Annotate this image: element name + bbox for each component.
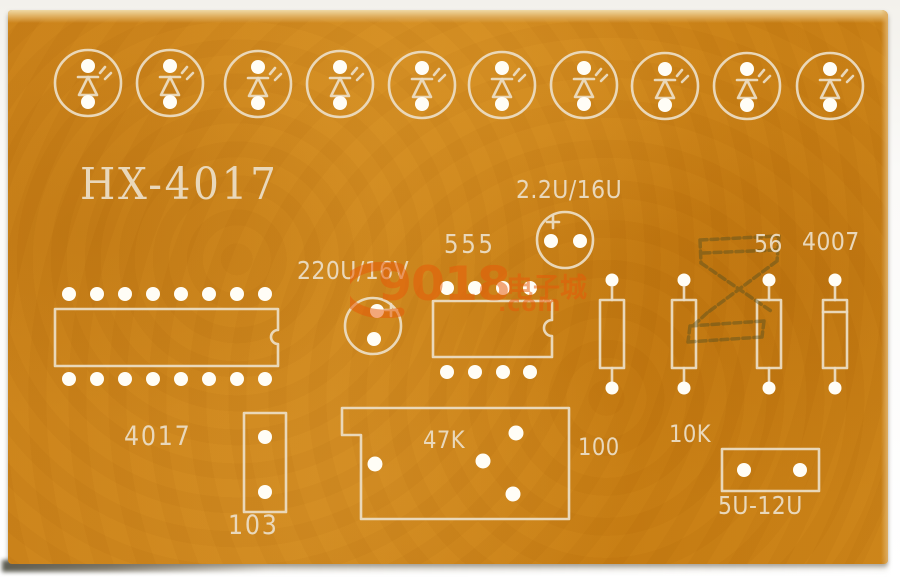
- label-pot-47k: 47K: [423, 426, 466, 454]
- label-diode-4007: 4007: [802, 227, 860, 256]
- label-cap-220u: 220U/16V: [297, 256, 410, 285]
- label-cap-103: 103: [228, 510, 279, 541]
- label-cap-2u2: 2.2U/16U: [516, 175, 623, 204]
- label-res-10k: 10K: [669, 420, 712, 448]
- label-res-56: 56: [754, 229, 783, 258]
- label-res-100: 100: [578, 433, 620, 461]
- label-power-range: 5U-12U: [718, 491, 803, 520]
- label-ic-555: 555: [444, 230, 496, 260]
- board-title: HX-4017: [80, 159, 279, 210]
- pcb-board: [8, 10, 888, 564]
- label-ic-4017: 4017: [124, 421, 192, 452]
